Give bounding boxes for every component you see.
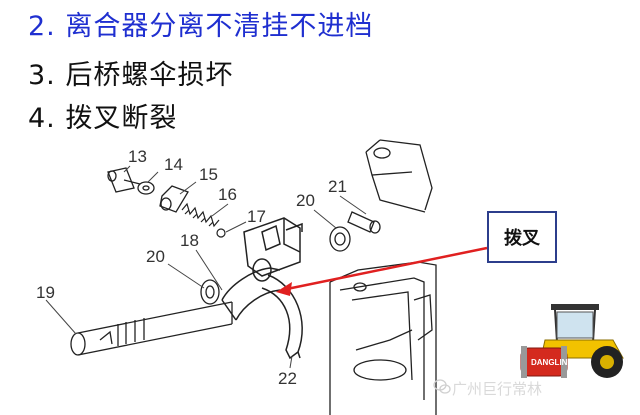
gearbox-housing [329, 139, 437, 415]
part-number-16: 16 [218, 185, 237, 204]
part-number-20-lower: 20 [146, 247, 165, 266]
part-number-21: 21 [328, 177, 347, 196]
road-roller-image: DANGLIN [520, 304, 624, 378]
fault-item-4: 4. 拨叉断裂 [28, 103, 178, 134]
steel-ball [216, 228, 226, 238]
fault-item-3: 3. 后桥螺伞损坏 [28, 60, 234, 91]
part-number-22: 22 [278, 369, 297, 388]
fork-callout-label: 拨叉 [487, 211, 557, 263]
roller-brand: DANGLIN [531, 358, 568, 367]
washer [200, 226, 351, 305]
wechat-icon [433, 379, 451, 394]
part-number-19: 19 [36, 283, 55, 302]
plug [159, 185, 189, 213]
lock-washer [137, 181, 155, 195]
shift-fork [221, 217, 303, 360]
sleeve [347, 211, 381, 234]
part-number-17: 17 [247, 207, 266, 226]
spring [181, 202, 220, 228]
part-number-14: 14 [164, 155, 183, 174]
fault-item-2: 2. 离合器分离不清挂不进档 [28, 11, 374, 42]
shift-shaft [70, 301, 233, 356]
bolt [107, 167, 141, 193]
callout-arrow [276, 246, 488, 296]
leader-lines [45, 165, 367, 369]
watermark-text: 广州巨行常林 [452, 380, 543, 398]
part-number-13: 13 [128, 147, 147, 166]
part-number-15: 15 [199, 165, 218, 184]
part-number-18: 18 [180, 231, 199, 250]
part-number-20-upper: 20 [296, 191, 315, 210]
